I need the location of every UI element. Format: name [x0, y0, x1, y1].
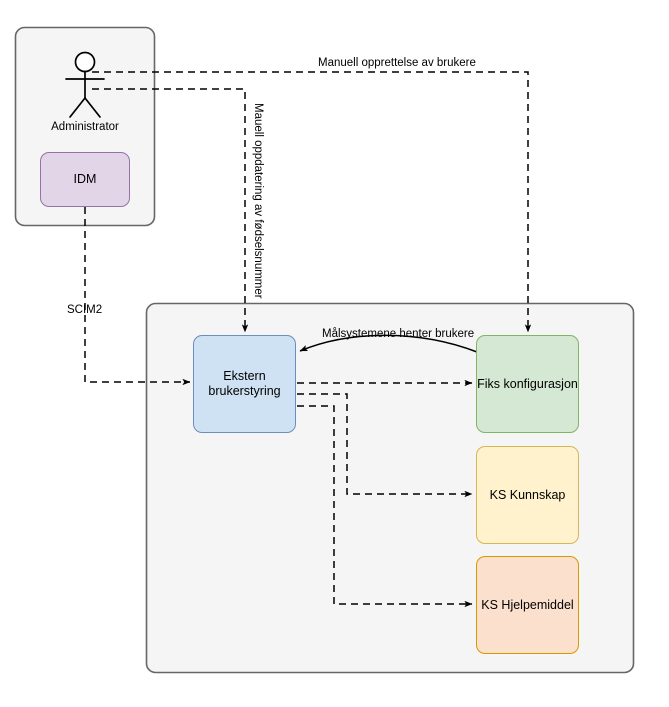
node-idm[interactable]: IDM — [40, 152, 130, 207]
node-ks-hjelpemiddel[interactable]: KS Hjelpemiddel — [476, 556, 579, 654]
stick-figure-icon — [65, 51, 105, 118]
edge-malsystemene-henter-brukere — [299, 334, 478, 353]
edge-manuell-oppdatering — [92, 88, 249, 333]
actor-label: Administrator — [51, 121, 119, 133]
node-ekstern-brukerstyring[interactable]: Ekstern brukerstyring — [193, 335, 296, 433]
node-fiks-konfigurasjon[interactable]: Fiks konfigurasjon — [476, 335, 579, 433]
edge-label-manuell-opprettelse: Manuell opprettelse av brukere — [318, 57, 476, 69]
edge-label-manuell-oppdatering: Mauell oppdatering av fødselsnummer — [252, 103, 264, 299]
edge-label-scim2: SCIM2 — [67, 304, 103, 316]
node-ks-kunnskap[interactable]: KS Kunnskap — [476, 446, 579, 544]
edge-scim2 — [84, 207, 191, 386]
edge-ebs-to-kunnskap — [297, 393, 473, 498]
edge-label-malsystemene: Målsystemene henter brukere — [322, 328, 475, 340]
edge-ebs-to-hjelpemiddel — [297, 405, 473, 608]
edge-manuell-opprettelse — [92, 71, 532, 333]
